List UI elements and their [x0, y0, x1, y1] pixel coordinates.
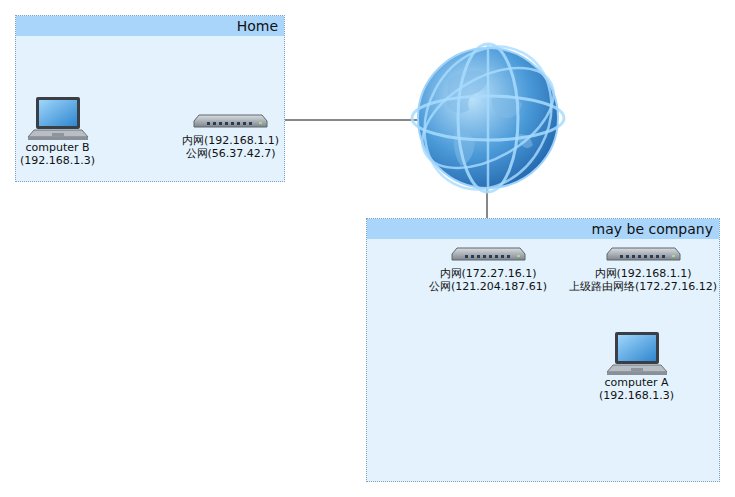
globe	[400, 24, 575, 211]
router-node: 内网(192.168.1.1)公网(56.37.42.7)	[182, 112, 279, 160]
network-region: Home computer B(192.168.1.3) 内网(192.168.1.…	[15, 15, 285, 182]
computer-node: computer A(192.168.1.3)	[599, 331, 674, 402]
router-icon	[451, 245, 526, 263]
address-label: (192.168.1.3)	[599, 389, 674, 402]
address-label: computer A	[599, 376, 674, 389]
address-label: computer B	[20, 141, 95, 154]
laptop-icon	[27, 96, 89, 141]
address-label: 内网(172.27.16.1)	[429, 267, 547, 280]
router-icon	[193, 112, 268, 130]
region-title: Home	[16, 16, 284, 36]
address-label: 公网(56.37.42.7)	[182, 147, 279, 160]
computer-node: computer B(192.168.1.3)	[20, 96, 95, 167]
router-node: 内网(192.168.1.1)上级路由网络(172.27.16.12)	[569, 245, 717, 293]
address-label: 内网(192.168.1.1)	[569, 267, 717, 280]
address-label: (192.168.1.3)	[20, 154, 95, 167]
address-label: 内网(192.168.1.1)	[182, 134, 279, 147]
wire	[266, 120, 418, 121]
address-label: 上级路由网络(172.27.16.12)	[569, 280, 717, 293]
laptop-icon	[606, 331, 668, 376]
router-node: 内网(172.27.16.1)公网(121.204.187.61)	[429, 245, 547, 293]
router-icon	[606, 245, 681, 263]
address-label: 公网(121.204.187.61)	[429, 280, 547, 293]
region-title: may be company	[367, 219, 719, 239]
network-region: may be company 内网(172.27.16.1)公网(121.204.…	[366, 218, 720, 482]
